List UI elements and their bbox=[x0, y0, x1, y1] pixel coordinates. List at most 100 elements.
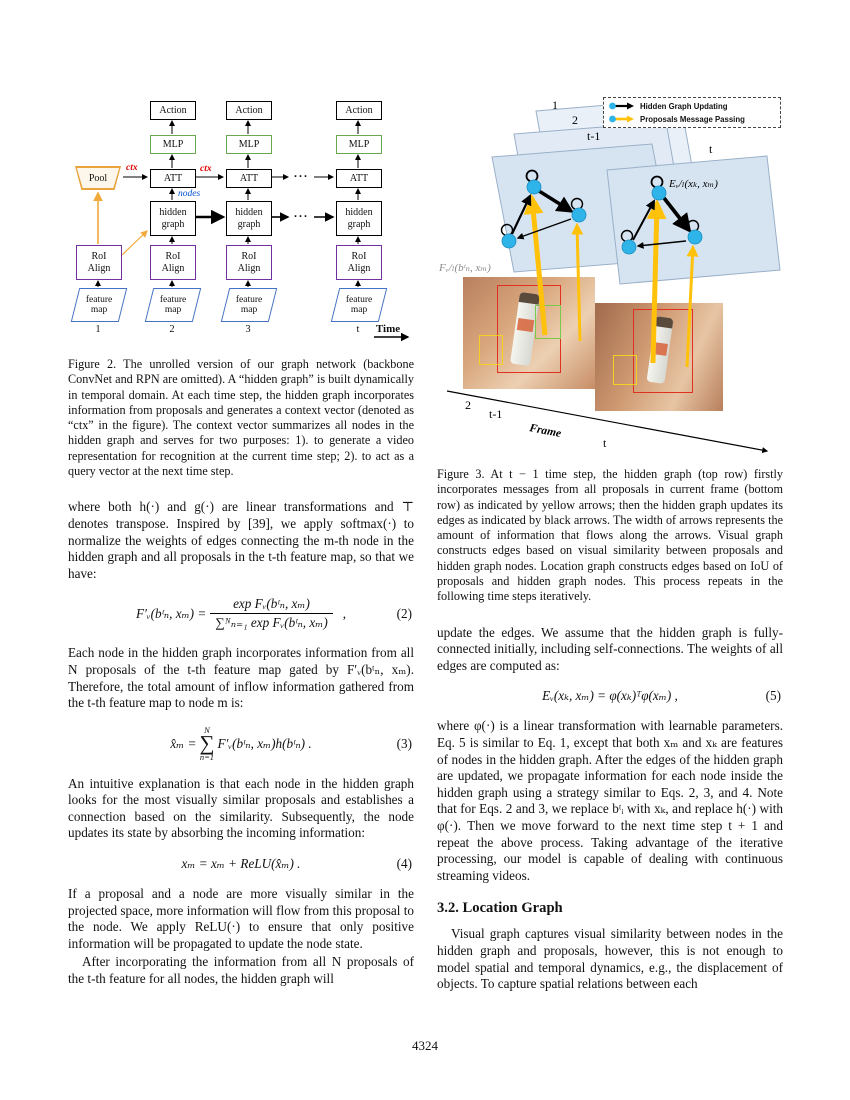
eq4-body: xₘ = xₘ + ReLU(x̂ₘ) . bbox=[181, 855, 301, 871]
map-label: map bbox=[350, 305, 368, 315]
eq2-number: (2) bbox=[396, 605, 412, 621]
detection-box-yellow bbox=[479, 335, 503, 365]
timestep-3: 3 bbox=[245, 324, 251, 335]
time-axis-label: Time bbox=[375, 323, 401, 335]
axis-label-t-minus-1: t-1 bbox=[489, 407, 502, 421]
figure-3-diagram: Hidden Graph Updating Proposals Message … bbox=[437, 95, 783, 457]
graph-edge bbox=[511, 194, 532, 235]
eq2-tail: , bbox=[342, 605, 347, 621]
self-loop bbox=[500, 223, 514, 237]
self-loop bbox=[650, 175, 664, 189]
timestep-t: t bbox=[356, 324, 360, 335]
mlp-label: MLP bbox=[238, 138, 260, 150]
hidden-graph-node bbox=[571, 207, 587, 223]
feature-label: feature bbox=[345, 294, 373, 305]
feature-label: feature bbox=[235, 294, 263, 305]
eq3-number: (3) bbox=[396, 735, 412, 751]
paragraph: After incorporating the information from… bbox=[68, 954, 414, 986]
detection-box-red bbox=[633, 309, 693, 393]
ellipsis-att: ··· bbox=[293, 169, 309, 183]
equation-2: F′ᵥ(bᵗₙ, xₘ) = exp Fᵥ(bᵗₙ, xₘ) ∑ᴺₙ₌₁ exp… bbox=[68, 596, 414, 631]
att-label: ATT bbox=[163, 172, 183, 184]
att-label: ATT bbox=[349, 172, 369, 184]
message-weight-formula: Fᵥ/ₗ(bᵗₙ, xₘ) bbox=[438, 262, 491, 274]
graph-edge bbox=[662, 196, 692, 233]
eq2-numerator: exp Fᵥ(bᵗₙ, xₘ) bbox=[210, 596, 333, 615]
edge-weight-formula: Eᵥ/ₗ(xₖ, xₘ) bbox=[668, 178, 718, 190]
hidden-graph-node bbox=[621, 239, 637, 255]
graph-label: graph bbox=[347, 218, 371, 230]
action-label: Action bbox=[159, 104, 187, 116]
nodes-label: nodes bbox=[178, 189, 201, 199]
align-label: Align bbox=[161, 262, 185, 274]
figure-3-caption: Figure 3. At t − 1 time step, the hidden… bbox=[437, 467, 783, 604]
graph-edge bbox=[538, 189, 574, 213]
mlp-label: MLP bbox=[162, 138, 184, 150]
hidden-graph-node bbox=[526, 179, 542, 195]
align-label: Align bbox=[237, 262, 261, 274]
legend-row-message-passing: Proposals Message Passing bbox=[608, 114, 776, 124]
feature-label: feature bbox=[159, 294, 187, 305]
figure-2-arrows bbox=[93, 120, 410, 342]
yellow-arrow-cyan-node-icon bbox=[609, 115, 634, 123]
plane-label-2: 2 bbox=[572, 113, 578, 127]
hidden-label: hidden bbox=[159, 207, 187, 219]
paragraph: If a proposal and a node are more visual… bbox=[68, 885, 414, 951]
right-column: Hidden Graph Updating Proposals Message … bbox=[437, 95, 783, 995]
paragraph: An intuitive explanation is that each no… bbox=[68, 775, 414, 841]
figure-2-caption: Figure 2. The unrolled version of our gr… bbox=[68, 357, 414, 479]
eq3-sum-lower: n=1 bbox=[199, 752, 215, 763]
mlp-label: MLP bbox=[348, 138, 370, 150]
roi-label: RoI bbox=[351, 251, 367, 263]
black-arrow-cyan-node-icon bbox=[609, 102, 634, 110]
figure-3-legend: Hidden Graph Updating Proposals Message … bbox=[603, 97, 781, 128]
legend-label: Hidden Graph Updating bbox=[640, 101, 728, 111]
eq5-body: Eᵥ(xₖ, xₘ) = φ(xₖ)ᵀφ(xₘ) , bbox=[542, 688, 678, 704]
ellipsis-hidden: ··· bbox=[293, 209, 309, 223]
hidden-label: hidden bbox=[345, 207, 373, 219]
page-number: 4324 bbox=[412, 1038, 438, 1053]
video-frame-photo-right bbox=[595, 303, 723, 411]
paragraph: where both h(·) and g(·) are linear tran… bbox=[68, 499, 414, 581]
mlp-box-1: MLP bbox=[150, 135, 196, 154]
left-column: Action Action Action MLP MLP MLP Pool AT… bbox=[68, 95, 414, 990]
eq3-rhs: F′ᵥ(bᵗₙ, xₘ)h(bᵗₙ) . bbox=[217, 735, 312, 751]
hidden-graph-node bbox=[651, 185, 667, 201]
action-label: Action bbox=[345, 104, 373, 116]
roi-label: RoI bbox=[165, 251, 181, 263]
att-box-3: ATT bbox=[336, 169, 382, 188]
detection-box-green bbox=[535, 305, 561, 339]
graph-label: graph bbox=[161, 218, 185, 230]
axis-label-t: t bbox=[603, 436, 607, 450]
map-label: map bbox=[90, 305, 108, 315]
feature-label: feature bbox=[85, 294, 113, 305]
eq2-denominator: ∑ᴺₙ₌₁ exp Fᵥ(bᵗₙ, xₘ) bbox=[215, 615, 328, 631]
eq2-fraction: exp Fᵥ(bᵗₙ, xₘ) ∑ᴺₙ₌₁ exp Fᵥ(bᵗₙ, xₘ) bbox=[210, 596, 333, 631]
video-frame-photo-left bbox=[463, 277, 595, 389]
graph-edge bbox=[636, 240, 687, 249]
frame-plane-t bbox=[606, 155, 781, 285]
axis-label-2: 2 bbox=[465, 398, 471, 412]
roi-label: RoI bbox=[91, 251, 107, 263]
eq3-summation: N ∑ n=1 bbox=[199, 726, 214, 762]
self-loop bbox=[686, 219, 700, 233]
paragraph: update the edges. We assume that the hid… bbox=[437, 624, 783, 673]
pool-box: Pool bbox=[75, 166, 121, 190]
section-heading-location-graph: 3.2. Location Graph bbox=[437, 900, 563, 917]
paragraph: Visual graph captures visual similarity … bbox=[437, 926, 783, 992]
eq3-lhs: x̂ₘ = bbox=[170, 735, 197, 751]
plane-label-t-minus-1: t-1 bbox=[587, 129, 600, 143]
timestep-2: 2 bbox=[169, 324, 175, 335]
ctx-label-1: ctx bbox=[126, 163, 138, 173]
frame-plane-2 bbox=[513, 121, 687, 247]
detection-box-yellow bbox=[613, 355, 637, 385]
paragraph: Each node in the hidden graph incorporat… bbox=[68, 645, 414, 711]
